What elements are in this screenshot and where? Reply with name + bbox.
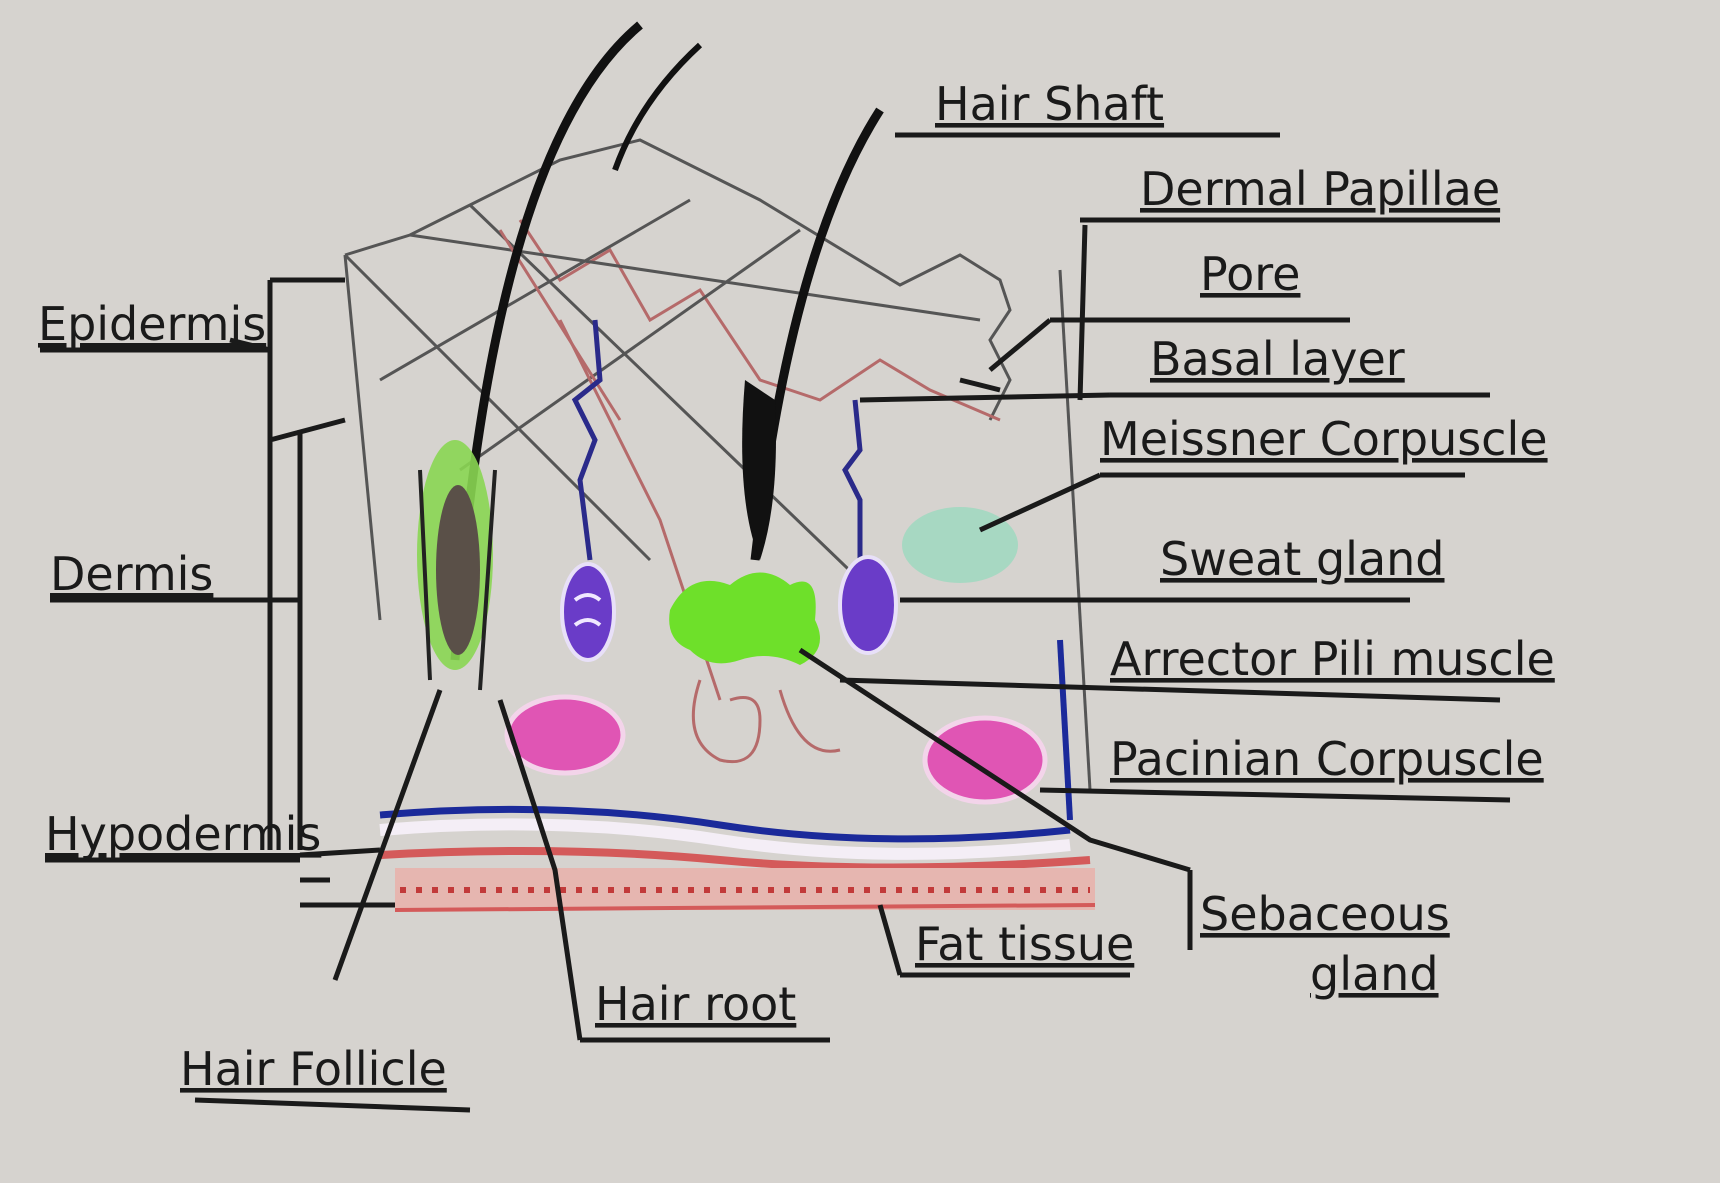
meissner-corpuscle-label: Meissner Corpuscle — [1100, 412, 1548, 466]
pacinian-corpuscle-leader — [1040, 790, 1510, 800]
left-hair — [417, 25, 700, 690]
basal-layer-label: Basal layer — [1150, 332, 1405, 386]
fat-lobules — [507, 697, 1045, 802]
sebaceous-gland-label-line2: gland — [1310, 947, 1439, 1001]
sweat-gland-label: Sweat gland — [1160, 532, 1445, 586]
hypodermis-label: Hypodermis — [45, 807, 321, 861]
skin-left-wall — [345, 255, 380, 620]
arrector-pili-label: Arrector Pili muscle — [1110, 632, 1555, 686]
meissner-corpuscle-leader — [980, 475, 1465, 530]
pore-label: Pore — [1200, 247, 1300, 301]
fat-tissue-label: Fat tissue — [915, 917, 1134, 971]
left-hair-shaft-2 — [615, 45, 700, 170]
left-follicle-core — [436, 485, 480, 655]
sebaceous-gland-green — [669, 573, 820, 666]
center-hair-root — [742, 380, 776, 560]
hair-follicle-label: Hair Follicle — [180, 1042, 447, 1096]
right-receptor — [840, 557, 896, 653]
left-receptor — [562, 564, 614, 660]
dermis-lattice-3 — [410, 235, 980, 320]
dermis-label: Dermis — [50, 547, 213, 601]
dermal-papillae-label: Dermal Papillae — [1140, 162, 1500, 216]
basal-layer-leader — [860, 395, 1490, 400]
fat-lobule-left — [507, 697, 623, 773]
sebaceous-gland-label-line1: Sebaceous — [1200, 887, 1450, 941]
right-receptor-nerve — [845, 400, 860, 560]
fat-lobule-right — [925, 718, 1045, 802]
center-hair-shaft — [755, 110, 880, 560]
hair-shaft-label: Hair Shaft — [935, 77, 1164, 131]
hair-root-label: Hair root — [595, 977, 796, 1031]
pacinian-corpuscle-label: Pacinian Corpuscle — [1110, 732, 1544, 786]
sebaceous-gland-loops — [693, 680, 840, 762]
bracket-epidermis — [270, 280, 345, 850]
